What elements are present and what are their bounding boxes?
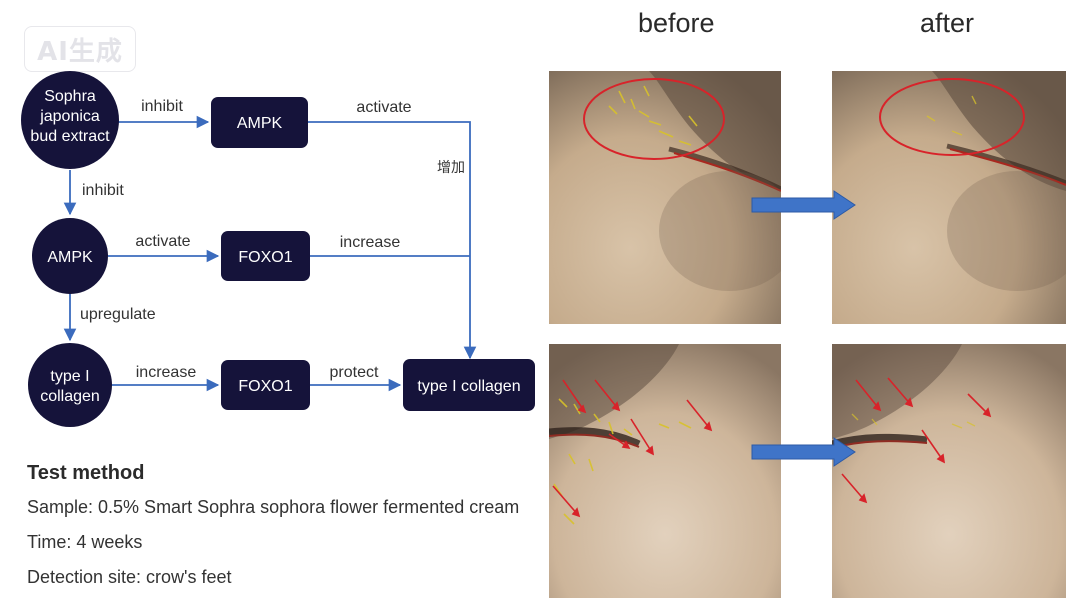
edge-label-increase-cn: 增加 [437, 159, 465, 175]
before-photo-top [549, 71, 781, 324]
mechanism-diagram: Sophra japonica bud extract AMPK AMPK FO… [21, 71, 535, 427]
edge-label-inhibit-top: inhibit [141, 98, 183, 115]
edge-label-activate-mid: activate [135, 233, 190, 250]
test-time-text: Time: 4 weeks [27, 532, 143, 552]
arrow-ampk-box-to-collagen [308, 121, 477, 360]
foxo1-bottom-label: FOXO1 [238, 378, 292, 395]
diagram-connectors [63, 115, 477, 392]
node-foxo1-bottom: FOXO1 [221, 360, 310, 410]
ampk-box-label: AMPK [237, 115, 283, 132]
edge-label-inhibit-left: inhibit [82, 182, 124, 199]
transition-arrow-top [751, 190, 856, 220]
edge-label-activate-top: activate [356, 99, 411, 116]
collagen-circle-line1: type I [50, 368, 89, 385]
test-method-title: Test method [27, 462, 145, 484]
edge-label-protect: protect [330, 364, 379, 381]
after-photo-bottom [832, 344, 1066, 598]
sophora-label-line1: Sophra [44, 88, 96, 105]
before-label: before [638, 8, 715, 38]
node-ampk-box: AMPK [211, 97, 308, 148]
sophora-label-line3: bud extract [30, 128, 110, 145]
test-site-text: Detection site: crow's feet [27, 567, 232, 587]
edge-label-increase-bottom: increase [136, 364, 197, 381]
ampk-circle-label: AMPK [47, 249, 93, 266]
node-collagen-box: type I collagen [403, 359, 535, 411]
transition-arrow-bottom [751, 437, 856, 467]
foxo1-top-label: FOXO1 [238, 249, 292, 266]
node-collagen-circle: type I collagen [28, 343, 112, 427]
test-method-section: Test method Sample: 0.5% Smart Sophra so… [27, 462, 547, 602]
ai-generated-watermark: AI生成 [24, 26, 136, 72]
collagen-box-label: type I collagen [417, 378, 520, 395]
node-ampk-circle: AMPK [32, 218, 108, 294]
edge-label-upregulate: upregulate [80, 306, 156, 323]
edge-label-increase-mid: increase [340, 234, 401, 251]
sophora-label-line2: japonica [39, 108, 100, 125]
collagen-circle-line2: collagen [40, 388, 100, 405]
after-label: after [920, 8, 975, 38]
node-foxo1-top: FOXO1 [221, 231, 310, 281]
node-sophora-extract: Sophra japonica bud extract [21, 71, 119, 169]
after-photo-top [832, 71, 1066, 324]
before-photo-bottom [549, 344, 781, 598]
test-sample-text: Sample: 0.5% Smart Sophra sophora flower… [27, 497, 520, 517]
